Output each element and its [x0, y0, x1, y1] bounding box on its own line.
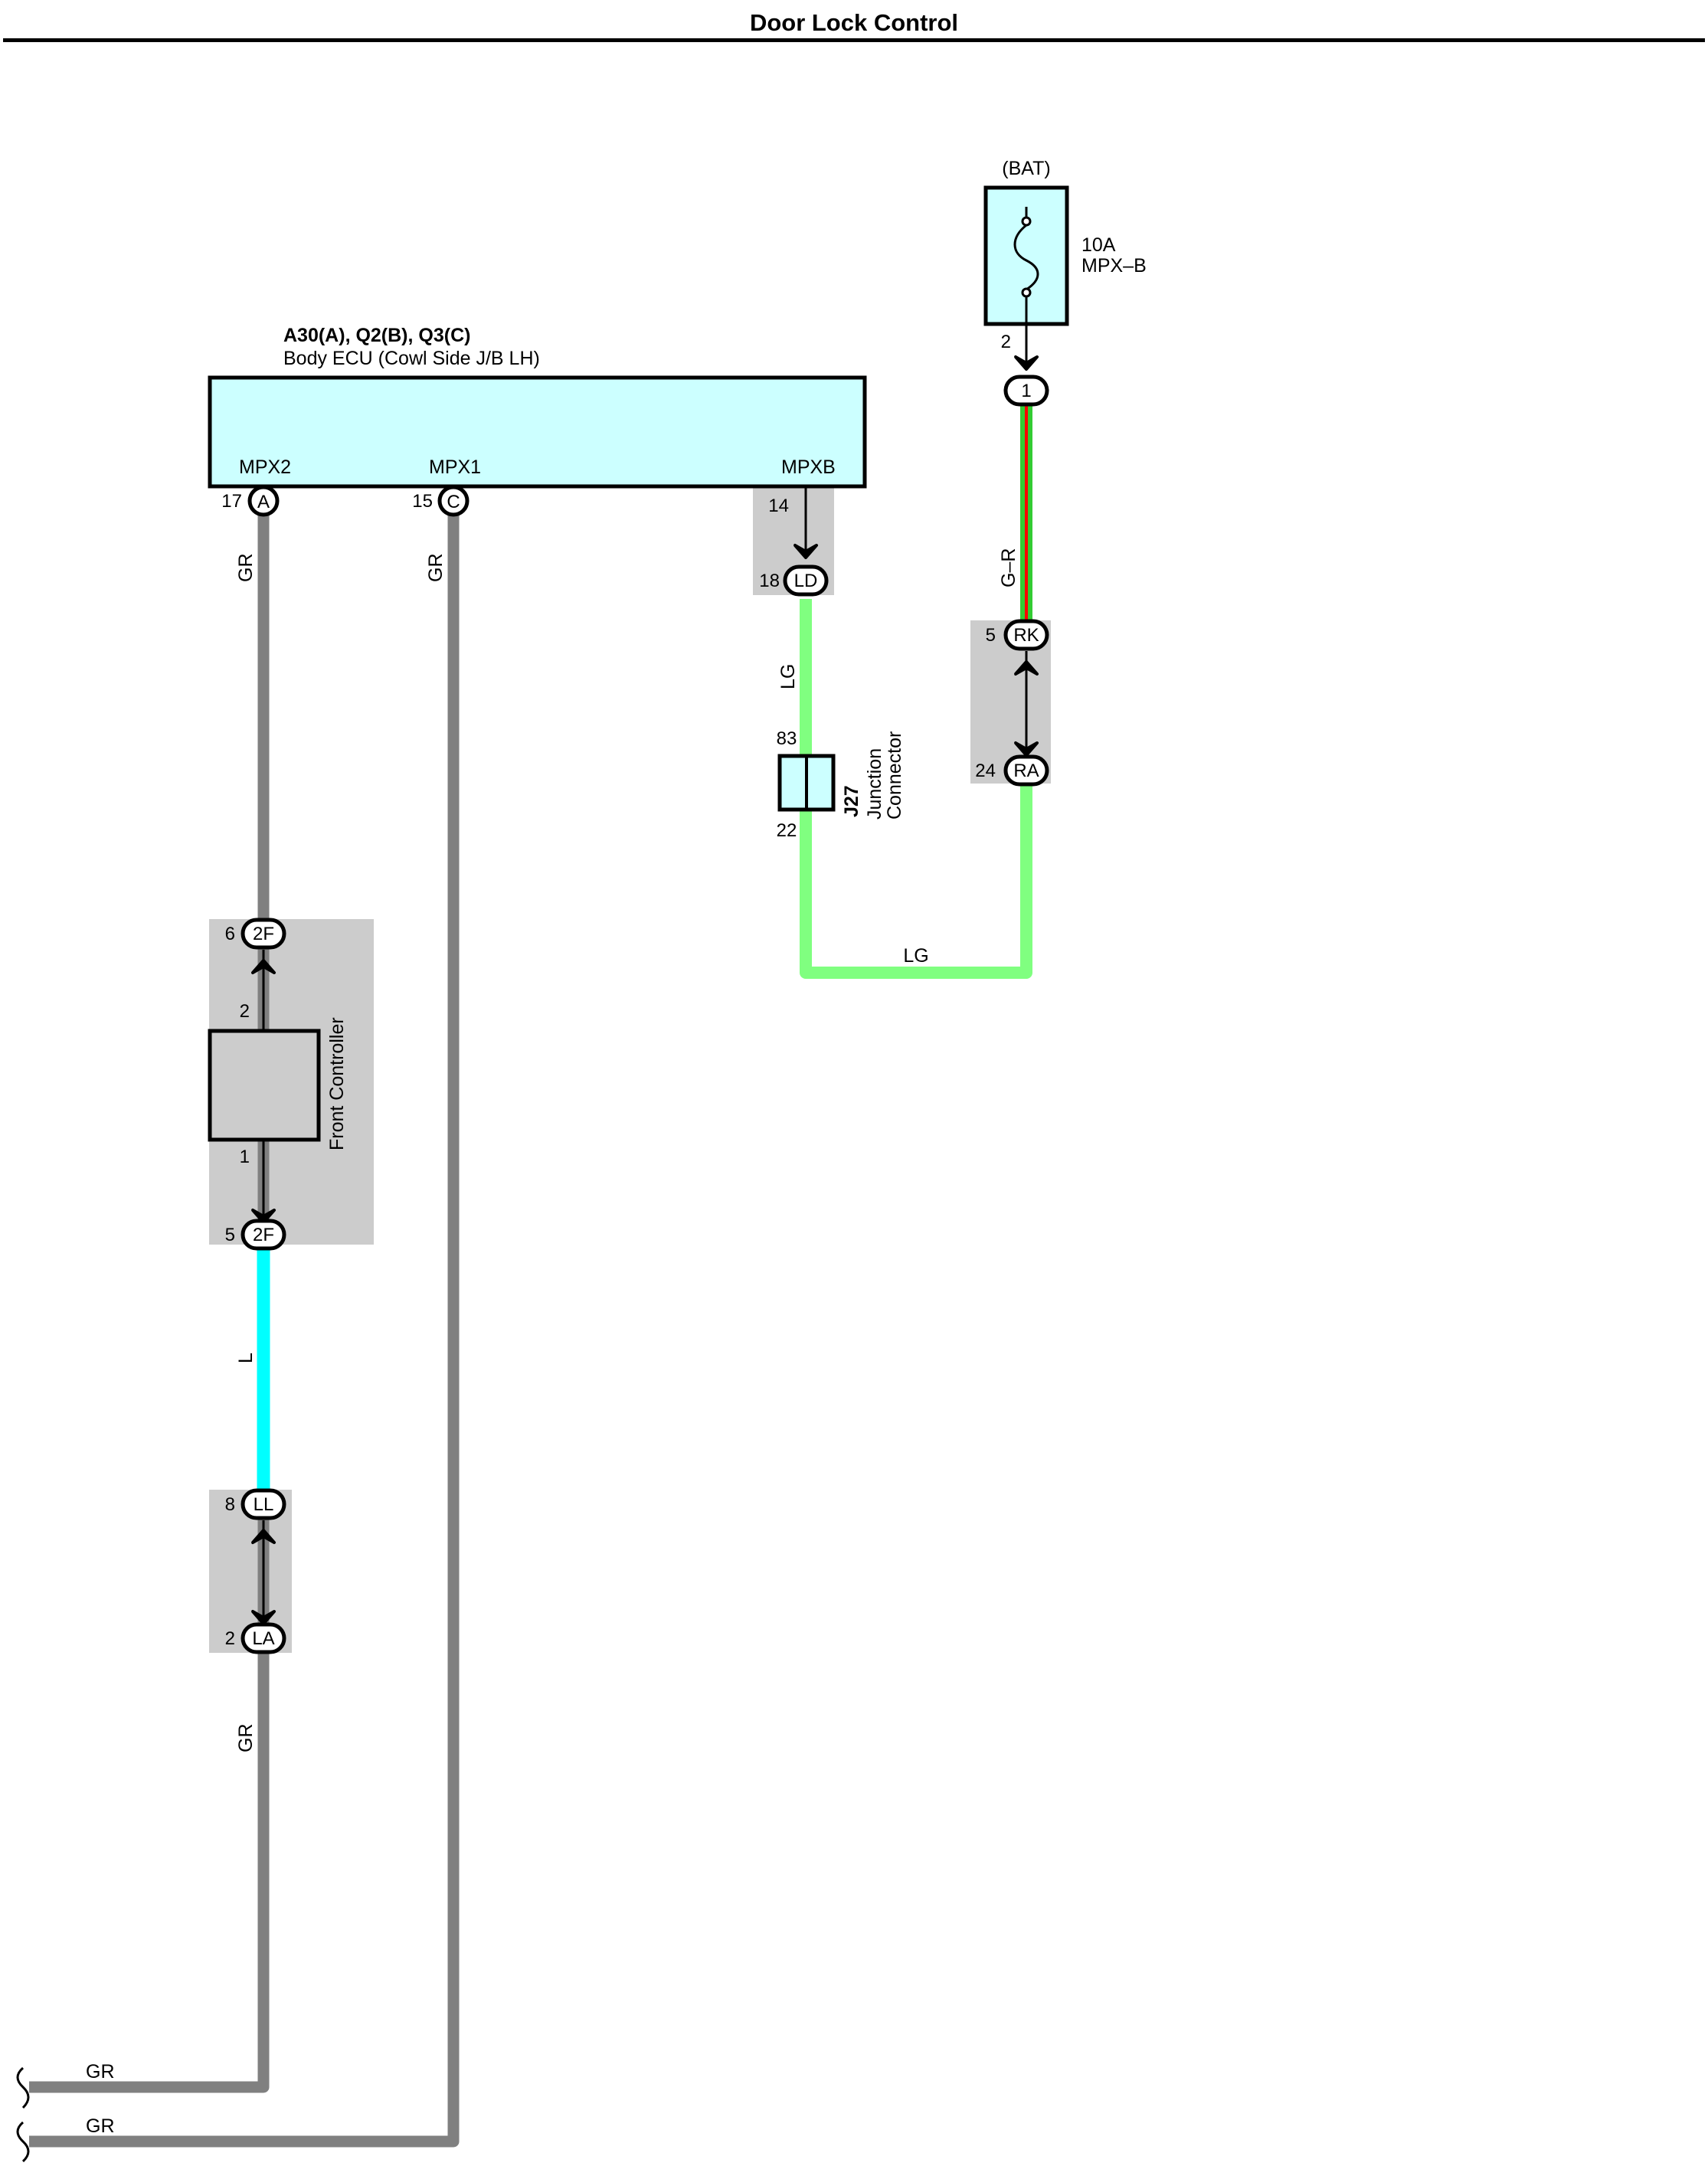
wire-label-gr-lower: GR — [235, 1724, 257, 1753]
connector-ecu-c — [437, 485, 470, 517]
arrow-up-icon — [251, 1529, 276, 1544]
wire-label-lg-vertical: LG — [777, 664, 799, 689]
wire-label-gr-bottom-2: GR — [86, 2115, 115, 2137]
page-title: Door Lock Control — [750, 9, 958, 36]
connector-2f-top — [240, 918, 286, 950]
wire-label-lg-horizontal: LG — [903, 945, 928, 967]
junction-id: J27 — [841, 785, 862, 817]
connector-rk-pin: 5 — [986, 625, 996, 646]
ecu-b-pin: 14 — [768, 496, 789, 516]
connector-rk-code: RK — [1013, 625, 1039, 646]
wire-gr-left — [29, 510, 270, 2093]
wire-label-l: L — [235, 1353, 257, 1363]
connector-ld-pin: 18 — [759, 571, 780, 591]
connector-2f-top-code: 2F — [253, 924, 274, 944]
connector-fuse-out-code: 1 — [1021, 381, 1031, 401]
arrow-down-icon — [1014, 355, 1039, 371]
ecu-terminal-mpx1: MPX1 — [429, 456, 481, 478]
connector-ecu-a-code: A — [257, 492, 270, 512]
wire-label-gr-left: GR — [235, 554, 257, 583]
front-controller-pin-top: 2 — [240, 1001, 250, 1022]
junction-name-line2: Connector — [884, 731, 905, 820]
title-rule — [3, 38, 1705, 42]
connector-ld-code: LD — [794, 571, 818, 591]
junction-pin-top: 83 — [777, 728, 797, 749]
junction-pin-bottom: 22 — [777, 820, 797, 841]
ecu-name: Body ECU (Cowl Side J/B LH) — [283, 348, 540, 369]
connector-ecu-c-code: C — [447, 492, 460, 512]
connector-ll — [240, 1488, 286, 1520]
wire-gr-mid — [29, 510, 460, 2148]
connector-la — [240, 1622, 286, 1654]
cut-mark-2 — [16, 2121, 30, 2163]
fuse-rating: 10A — [1081, 234, 1116, 256]
front-controller-pin-bottom: 1 — [240, 1147, 250, 1167]
connector-ll-code: LL — [254, 1494, 274, 1515]
arrow-up-icon — [1014, 660, 1039, 676]
cut-mark-1 — [16, 2066, 30, 2109]
connector-ecu-c-pin: 15 — [412, 491, 433, 512]
wire-label-g-r: G–R — [998, 548, 1019, 587]
connector-2f-bottom — [240, 1219, 286, 1251]
arrow-down-icon — [251, 1209, 276, 1224]
arrow-down-icon — [793, 544, 818, 559]
connector-ra-code: RA — [1013, 761, 1039, 781]
connector-ecu-a — [247, 485, 280, 517]
fuse-terminal-bottom — [1021, 287, 1032, 298]
fuse-pin-number: 2 — [1001, 332, 1011, 352]
connector-la-code: LA — [252, 1628, 274, 1649]
body-ecu-box — [208, 375, 867, 489]
arrow-up-icon — [251, 959, 276, 974]
arrow-down-icon — [251, 1610, 276, 1625]
connector-2f-top-pin: 6 — [225, 924, 235, 944]
wire-label-gr-mid: GR — [425, 554, 447, 583]
arrow-down-icon — [1014, 741, 1039, 757]
connector-2f-bottom-code: 2F — [253, 1225, 274, 1245]
connector-ecu-a-pin: 17 — [221, 491, 242, 512]
connector-ra — [1003, 754, 1049, 787]
connector-ll-pin: 8 — [225, 1494, 235, 1515]
fuse-name: MPX–B — [1081, 255, 1147, 276]
fuse-source-label: (BAT) — [1002, 158, 1050, 179]
wire-label-gr-bottom-1: GR — [86, 2061, 115, 2082]
fuse-terminal-top — [1021, 216, 1032, 227]
junction-name-line1: Junction — [864, 748, 885, 820]
front-controller-name: Front Controller — [326, 1017, 348, 1150]
fuse-element-icon — [1013, 224, 1039, 291]
connector-la-pin: 2 — [225, 1628, 235, 1649]
ecu-terminal-mpx2: MPX2 — [239, 456, 291, 478]
connector-2f-bottom-pin: 5 — [225, 1225, 235, 1245]
connector-fuse-out — [1003, 375, 1049, 407]
connector-ra-pin: 24 — [975, 761, 996, 781]
ecu-terminal-mpxb: MPXB — [781, 456, 836, 478]
connector-ld — [783, 564, 829, 597]
connector-rk — [1003, 619, 1049, 651]
ecu-connector-codes: A30(A), Q2(B), Q3(C) — [283, 325, 470, 346]
front-controller-box — [208, 1029, 321, 1142]
